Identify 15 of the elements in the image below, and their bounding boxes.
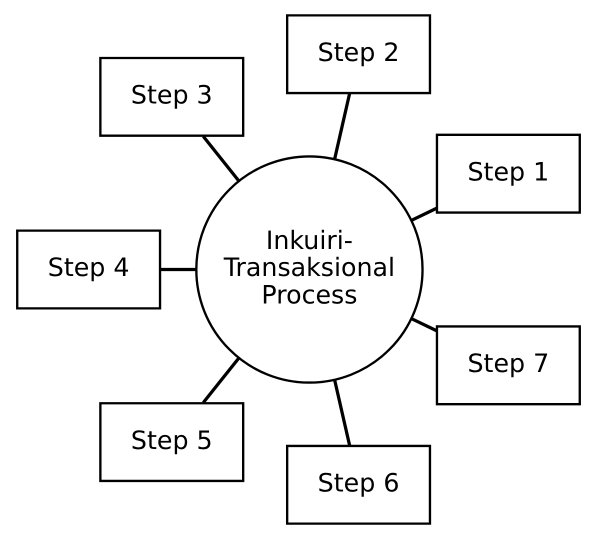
node-box: Step 3 xyxy=(99,56,244,137)
node-box: Step 7 xyxy=(436,325,581,406)
connector xyxy=(160,268,196,272)
node-box: Step 6 xyxy=(286,444,432,525)
node-box: Step 2 xyxy=(286,14,432,94)
node-box: Step 5 xyxy=(99,402,244,482)
connector xyxy=(202,357,240,404)
connector xyxy=(333,380,352,446)
node-box: Step 4 xyxy=(16,229,162,310)
connector xyxy=(333,92,352,160)
connector xyxy=(202,135,240,182)
node-circle: Inkuiri-Transaksional Process xyxy=(195,155,424,384)
connector xyxy=(411,206,438,222)
connector xyxy=(411,317,438,332)
node-box: Step 1 xyxy=(436,134,581,214)
